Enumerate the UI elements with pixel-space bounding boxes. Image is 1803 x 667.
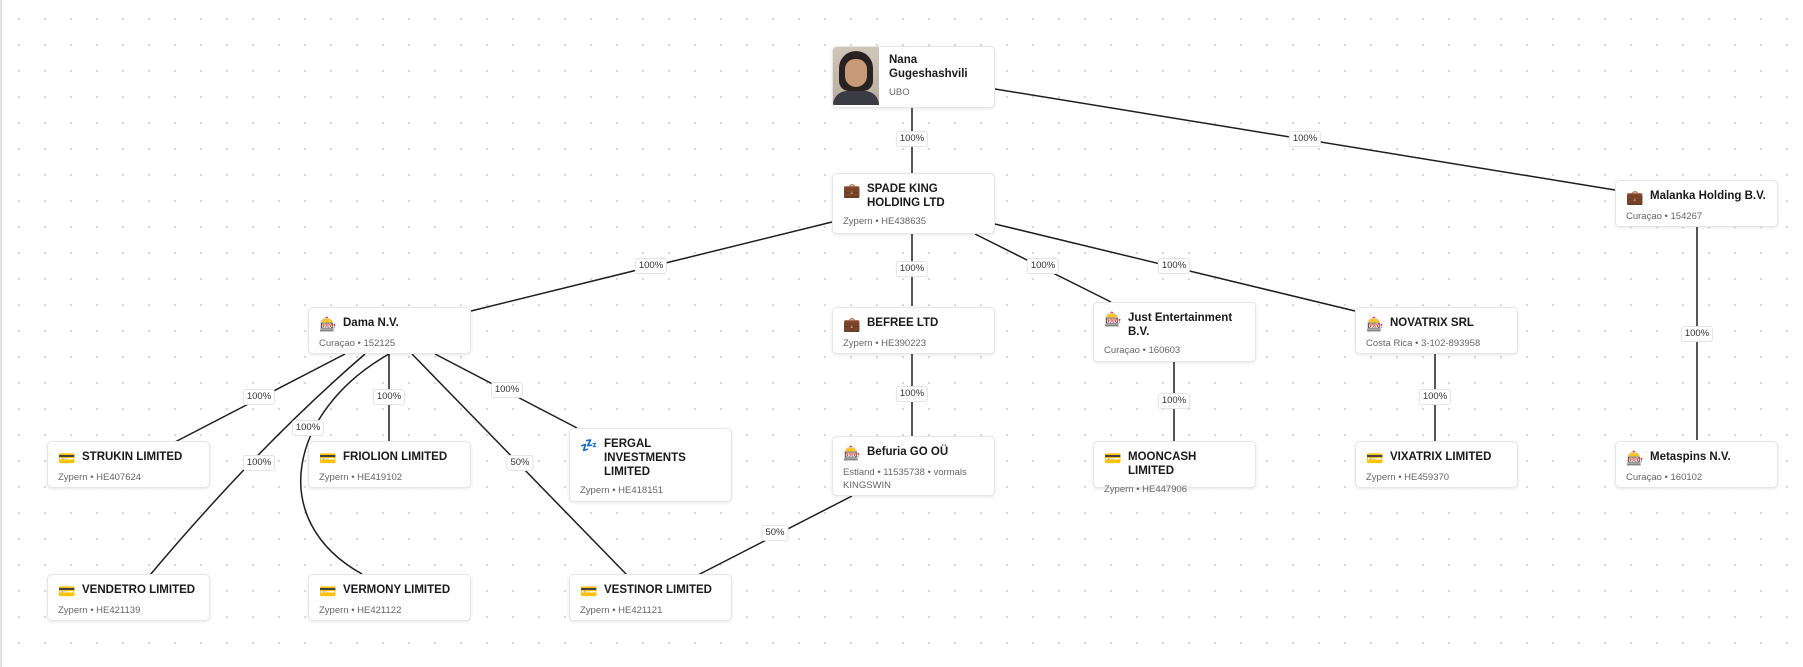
node-subtitle: Curaçao • 152125 bbox=[319, 338, 396, 349]
edge-label-spade-novatrix: 100% bbox=[1157, 258, 1191, 274]
node-malanka[interactable]: 💼 Malanka Holding B.V. Curaçao • 154267 bbox=[1615, 180, 1778, 227]
node-title: Nana Gugeshashvili bbox=[889, 54, 968, 80]
node-vixatrix[interactable]: 💳 VIXATRIX LIMITED Zypern • HE459370 bbox=[1355, 441, 1518, 488]
node-vermony[interactable]: 💳 VERMONY LIMITED Zypern • HE421122 bbox=[308, 574, 471, 621]
node-subtitle: Zypern • HE419102 bbox=[319, 472, 403, 483]
node-title: MOONCASH LIMITED bbox=[1128, 451, 1197, 477]
node-subtitle: Estland • 11535738 • vormals KINGSWIN bbox=[843, 467, 967, 491]
node-subtitle: Curaçao • 154267 bbox=[1626, 211, 1703, 222]
node-just[interactable]: 🎰 Just Entertainment B.V. Curaçao • 16060… bbox=[1093, 302, 1256, 362]
edge-label-dama-vendetro: 100% bbox=[242, 455, 276, 471]
node-title: BEFREE LTD bbox=[867, 317, 939, 329]
canvas-left-border bbox=[0, 0, 2, 667]
briefcase-icon: 💼 bbox=[843, 316, 861, 332]
node-title: STRUKIN LIMITED bbox=[82, 451, 183, 463]
node-subtitle: Zypern • HE459370 bbox=[1366, 472, 1450, 483]
credit-card-icon: 💳 bbox=[58, 583, 76, 599]
node-befree[interactable]: 💼 BEFREE LTD Zypern • HE390223 bbox=[832, 307, 995, 354]
node-metaspins[interactable]: 🎰 Metaspins N.V. Curaçao • 160102 bbox=[1615, 441, 1778, 488]
credit-card-icon: 💳 bbox=[1366, 450, 1384, 466]
credit-card-icon: 💳 bbox=[580, 583, 598, 599]
edge-label-novatrix-vixatrix: 100% bbox=[1418, 389, 1452, 405]
node-title: VERMONY LIMITED bbox=[343, 584, 451, 596]
edge-label-spade-dama: 100% bbox=[634, 258, 668, 274]
edge-label-spade-just: 100% bbox=[1026, 258, 1060, 274]
briefcase-icon: 💼 bbox=[843, 182, 861, 198]
edge-label-just-mooncash: 100% bbox=[1157, 393, 1191, 409]
node-title: VESTINOR LIMITED bbox=[604, 584, 712, 596]
node-subtitle: Zypern • HE390223 bbox=[843, 338, 927, 349]
edge-label-nana-spade: 100% bbox=[895, 131, 929, 147]
edge-label-nana-malanka: 100% bbox=[1288, 131, 1322, 147]
node-subtitle: Zypern • HE421121 bbox=[580, 605, 663, 616]
node-subtitle: Curaçao • 160102 bbox=[1626, 472, 1703, 483]
node-subtitle: Curaçao • 160603 bbox=[1104, 345, 1181, 356]
node-title: Befuria GO OÜ bbox=[867, 446, 949, 458]
node-spade[interactable]: 💼 SPADE KING HOLDING LTD Zypern • HE43863… bbox=[832, 173, 995, 234]
node-befuria[interactable]: 🎰 Befuria GO OÜ Estland • 11535738 • vorm… bbox=[832, 436, 995, 496]
credit-card-icon: 💳 bbox=[58, 450, 76, 466]
edge-label-malanka-metaspins: 100% bbox=[1680, 326, 1714, 342]
slot-machine-icon: 🎰 bbox=[1366, 316, 1384, 332]
slot-machine-icon: 🎰 bbox=[1626, 450, 1644, 466]
node-subtitle: Zypern • HE421122 bbox=[319, 605, 402, 616]
edge-label-dama-vestinor: 50% bbox=[506, 455, 534, 471]
node-subtitle: UBO bbox=[889, 87, 910, 98]
node-subtitle: Zypern • HE407624 bbox=[58, 472, 142, 483]
node-subtitle: Zypern • HE418151 bbox=[580, 485, 664, 496]
slot-machine-icon: 🎰 bbox=[1104, 311, 1122, 327]
person-photo bbox=[833, 47, 879, 105]
edge-label-befree-befuria: 100% bbox=[895, 386, 929, 402]
node-subtitle: Zypern • HE438635 bbox=[843, 216, 927, 227]
node-title: FRIOLION LIMITED bbox=[343, 451, 448, 463]
node-title: VIXATRIX LIMITED bbox=[1390, 451, 1492, 463]
node-dama[interactable]: 🎰 Dama N.V. Curaçao • 152125 bbox=[308, 307, 471, 354]
slot-machine-icon: 🎰 bbox=[319, 316, 337, 332]
node-fergal[interactable]: 💤 FERGAL INVESTMENTS LIMITED Zypern • HE4… bbox=[569, 428, 732, 502]
edge-dama-vendetro bbox=[149, 353, 366, 576]
edge-dama-vermony bbox=[300, 353, 390, 575]
node-title: Dama N.V. bbox=[343, 317, 399, 329]
node-subtitle: Zypern • HE421139 bbox=[58, 605, 141, 616]
credit-card-icon: 💳 bbox=[319, 450, 337, 466]
slot-machine-icon: 🎰 bbox=[843, 445, 861, 461]
credit-card-icon: 💳 bbox=[319, 583, 337, 599]
edge-label-dama-vermony: 100% bbox=[291, 420, 325, 436]
edge-label-dama-strukin: 100% bbox=[242, 389, 276, 405]
node-title: Just Entertainment B.V. bbox=[1128, 312, 1233, 338]
node-title: Metaspins N.V. bbox=[1650, 451, 1731, 463]
node-subtitle: Costa Rica • 3-102-893958 bbox=[1366, 338, 1481, 349]
node-title: NOVATRIX SRL bbox=[1390, 317, 1474, 329]
sleep-icon: 💤 bbox=[580, 437, 598, 453]
node-subtitle: Zypern • HE447906 bbox=[1104, 484, 1188, 495]
node-vendetro[interactable]: 💳 VENDETRO LIMITED Zypern • HE421139 bbox=[47, 574, 210, 621]
briefcase-icon: 💼 bbox=[1626, 189, 1644, 205]
node-vestinor[interactable]: 💳 VESTINOR LIMITED Zypern • HE421121 bbox=[569, 574, 732, 621]
credit-card-icon: 💳 bbox=[1104, 450, 1122, 466]
edge-label-befuria-vestinor: 50% bbox=[761, 525, 789, 541]
node-title: FERGAL INVESTMENTS LIMITED bbox=[604, 438, 686, 478]
edge-label-dama-friolion: 100% bbox=[372, 389, 406, 405]
node-title: Malanka Holding B.V. bbox=[1650, 190, 1766, 202]
edge-label-dama-fergal: 100% bbox=[490, 382, 524, 398]
node-novatrix[interactable]: 🎰 NOVATRIX SRL Costa Rica • 3-102-893958 bbox=[1355, 307, 1518, 354]
node-nana[interactable]: Nana Gugeshashvili UBO bbox=[832, 46, 995, 108]
node-strukin[interactable]: 💳 STRUKIN LIMITED Zypern • HE407624 bbox=[47, 441, 210, 488]
node-title: VENDETRO LIMITED bbox=[82, 584, 196, 596]
edge-label-spade-befree: 100% bbox=[895, 261, 929, 277]
node-mooncash[interactable]: 💳 MOONCASH LIMITED Zypern • HE447906 bbox=[1093, 441, 1256, 495]
node-title: SPADE KING HOLDING LTD bbox=[867, 183, 945, 209]
node-friolion[interactable]: 💳 FRIOLION LIMITED Zypern • HE419102 bbox=[308, 441, 471, 488]
